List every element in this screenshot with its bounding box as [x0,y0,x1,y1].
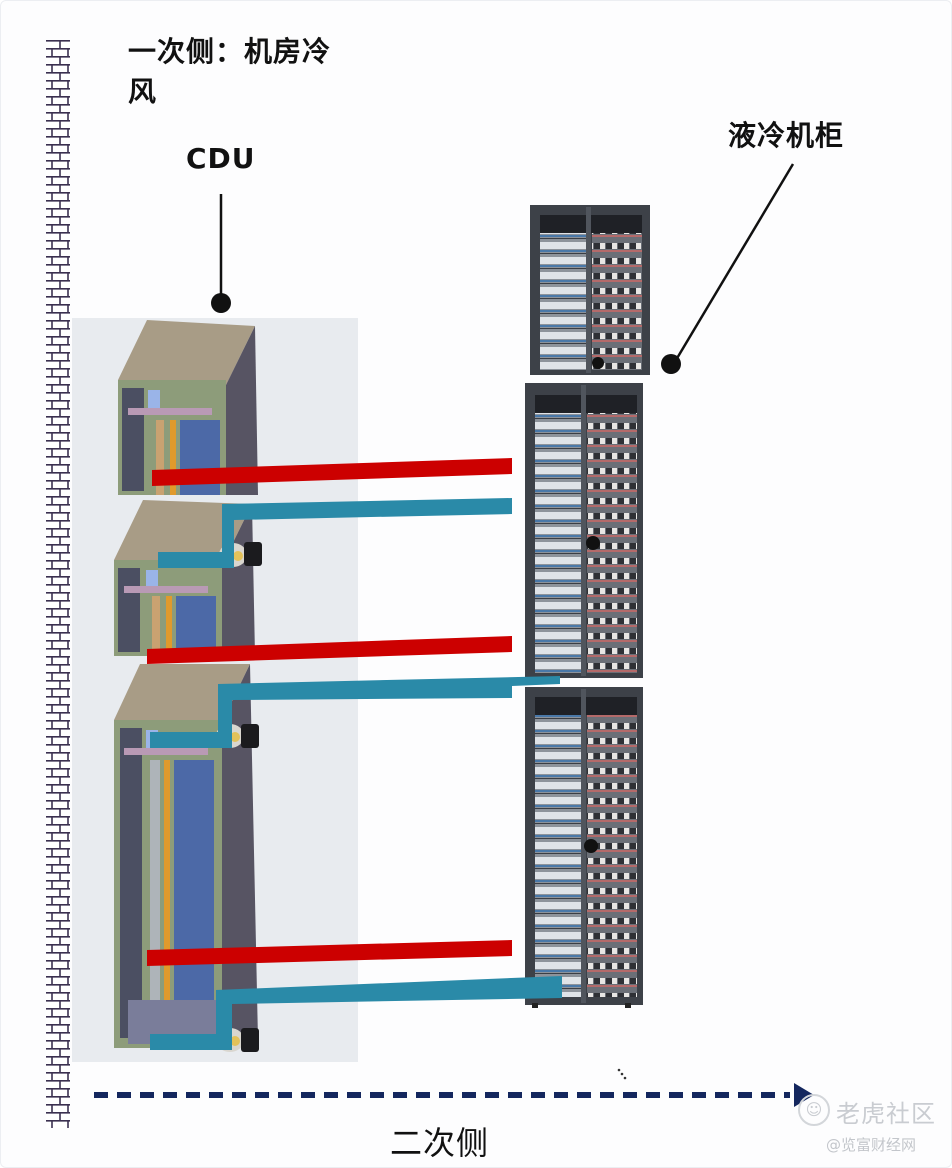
cold-return-pipe-1 [158,498,512,568]
rack-bottom-section [525,687,643,1008]
rack-leader-line [674,163,795,361]
stray-mark [617,1068,627,1080]
cdu-unit-2 [114,500,255,656]
cold-return-pipe-2 [150,676,560,748]
secondary-side-label: 二次侧 [390,1124,490,1162]
rack-leader-dot [661,354,681,374]
cdu-leader-dot [211,293,231,313]
watermark-source: @览富财经网 [826,1136,917,1154]
cold-return-pipe-3 [150,976,562,1050]
watermark-brand: 老虎社区 [836,1100,936,1128]
cdu-label: CDU [186,142,256,175]
rack-middle-section [525,383,643,678]
secondary-flow-arrowhead [794,1083,814,1107]
hot-supply-pipe-3 [147,940,512,966]
liquid-cooled-rack-label: 液冷机柜 [728,119,845,152]
brick-wall [46,40,70,1128]
tiger-logo-icon: ☺ [798,1094,830,1126]
rack-top-section [530,205,650,375]
primary-side-label: 一次侧：机房冷风 [128,35,332,108]
hot-supply-pipe-2 [147,636,512,664]
hot-supply-pipe-1 [152,458,512,486]
